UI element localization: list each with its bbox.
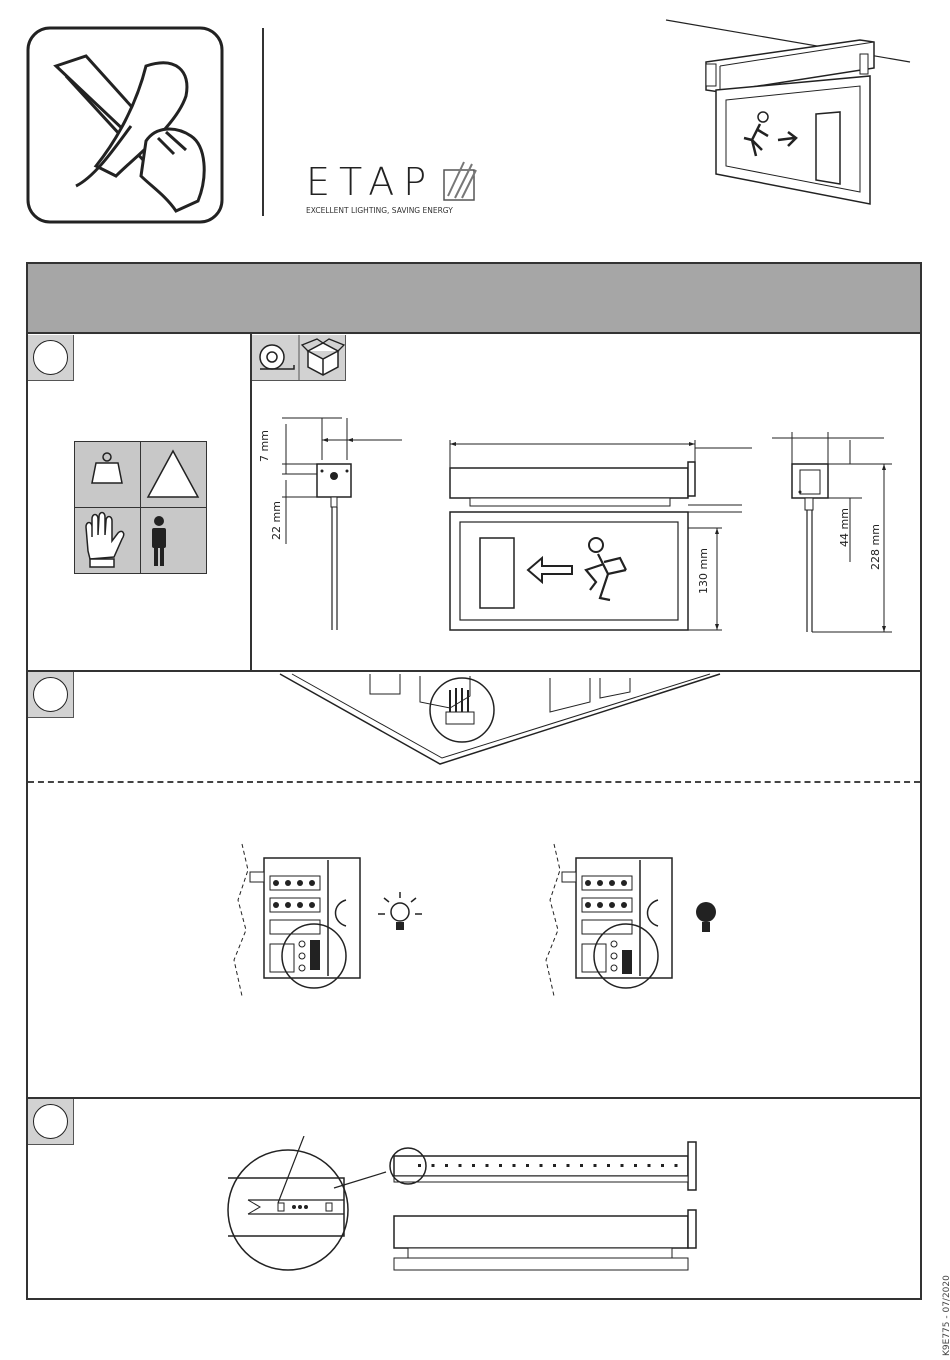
led-dot	[607, 1164, 610, 1167]
led-strip-bottom	[394, 1210, 696, 1270]
header-divider	[262, 28, 264, 216]
led-dot	[472, 1164, 475, 1167]
tool-icons	[252, 335, 346, 381]
led-dot	[418, 1164, 421, 1167]
dim-label-228mm: 228 mm	[869, 524, 882, 570]
led-strip-top	[390, 1142, 696, 1190]
etap-mark-icon	[442, 158, 478, 202]
section-divider-2	[26, 1097, 922, 1099]
dim-label-22mm: 22 mm	[270, 501, 283, 540]
led-strip-diagram	[218, 1136, 718, 1276]
dim-label-44mm: 44 mm	[838, 508, 851, 547]
bulb-on-icon	[378, 892, 422, 930]
led-dot	[553, 1164, 556, 1167]
measuring-tape-icon	[260, 345, 294, 369]
screwdriver-hand-icon	[26, 26, 224, 224]
dim-label-130mm: 130 mm	[697, 548, 710, 594]
housing-perspective-detail	[270, 672, 730, 772]
connector-unlit	[546, 844, 672, 996]
led-dot	[513, 1164, 516, 1167]
dim-label-7mm: 7 mm	[258, 430, 271, 462]
led-strip-zoom	[228, 1136, 348, 1270]
document-code: K9E775 - 07/2020	[942, 1275, 950, 1356]
led-dot	[594, 1164, 597, 1167]
brand-name: ETAP	[306, 160, 435, 204]
led-dot	[486, 1164, 489, 1167]
luminaire-front-view	[450, 440, 752, 630]
package-box-icon	[302, 339, 344, 375]
led-dot	[499, 1164, 502, 1167]
dimension-drawings	[252, 400, 922, 670]
led-dot	[459, 1164, 462, 1167]
bulb-off-icon	[696, 902, 716, 932]
connector-lit	[234, 844, 360, 996]
brand-tagline: EXCELLENT LIGHTING, SAVING ENERGY	[306, 206, 453, 215]
led-dot	[580, 1164, 583, 1167]
title-band	[26, 262, 922, 334]
step-marker-2	[28, 672, 74, 718]
led-dot	[648, 1164, 651, 1167]
luminaire-illustration	[660, 14, 920, 214]
led-dot	[661, 1164, 664, 1167]
step-marker-3	[28, 1099, 74, 1145]
led-dot	[634, 1164, 637, 1167]
led-dot	[675, 1164, 678, 1167]
led-dot	[540, 1164, 543, 1167]
step-marker-1	[28, 335, 74, 381]
led-dot	[432, 1164, 435, 1167]
led-dot	[445, 1164, 448, 1167]
led-dot	[567, 1164, 570, 1167]
dashed-divider	[28, 781, 920, 783]
exit-sign-luminaire-icon	[660, 14, 920, 214]
no-tools-pictogram	[26, 26, 224, 224]
etap-logo: ETAP EXCELLENT LIGHTING, SAVING ENERGY	[306, 158, 486, 218]
led-dot	[621, 1164, 624, 1167]
safety-icons-grid	[74, 441, 207, 574]
connector-diagrams	[228, 840, 728, 1000]
led-dot	[526, 1164, 529, 1167]
bracket-side-view	[282, 418, 402, 630]
